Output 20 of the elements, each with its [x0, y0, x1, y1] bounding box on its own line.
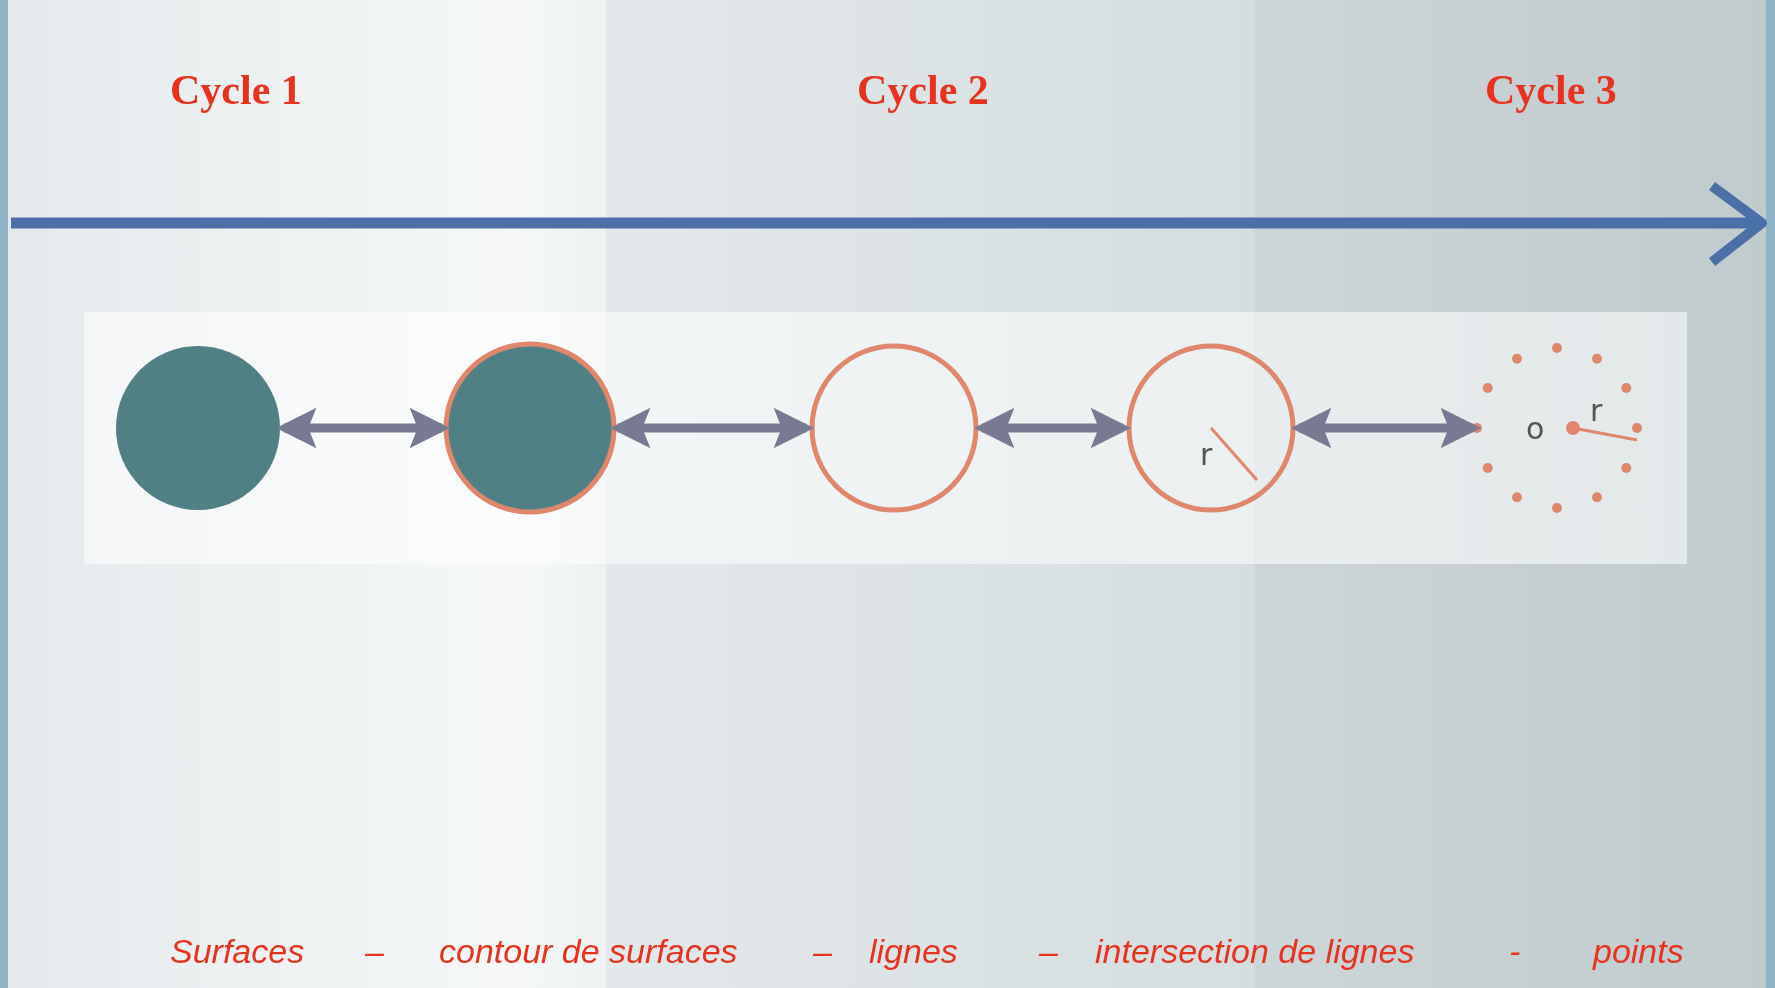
cycle-heading: Cycle 1 [170, 66, 302, 114]
symbol-label: o [1526, 414, 1545, 444]
cycle-heading: Cycle 3 [1485, 66, 1617, 114]
cycle-heading: Cycle 2 [857, 66, 989, 114]
double-arrow [1290, 407, 1482, 449]
separator-dash: – [813, 932, 832, 971]
cycle-band [8, 0, 606, 988]
stage-label: points [1593, 932, 1684, 971]
double-arrow [973, 407, 1132, 449]
separator-dash: - [1509, 932, 1521, 971]
stage-label: intersection de lignes [1095, 932, 1415, 971]
symbol-label: r [1200, 440, 1213, 470]
separator-dash: – [1039, 932, 1058, 971]
double-arrow [275, 407, 451, 449]
stage-label: lignes [869, 932, 958, 971]
stage-label: Surfaces [170, 932, 305, 971]
separator-dash: – [365, 932, 384, 971]
stage-label: contour de surfaces [439, 932, 738, 971]
symbol-label: r [1590, 396, 1603, 426]
double-arrow [609, 407, 815, 449]
